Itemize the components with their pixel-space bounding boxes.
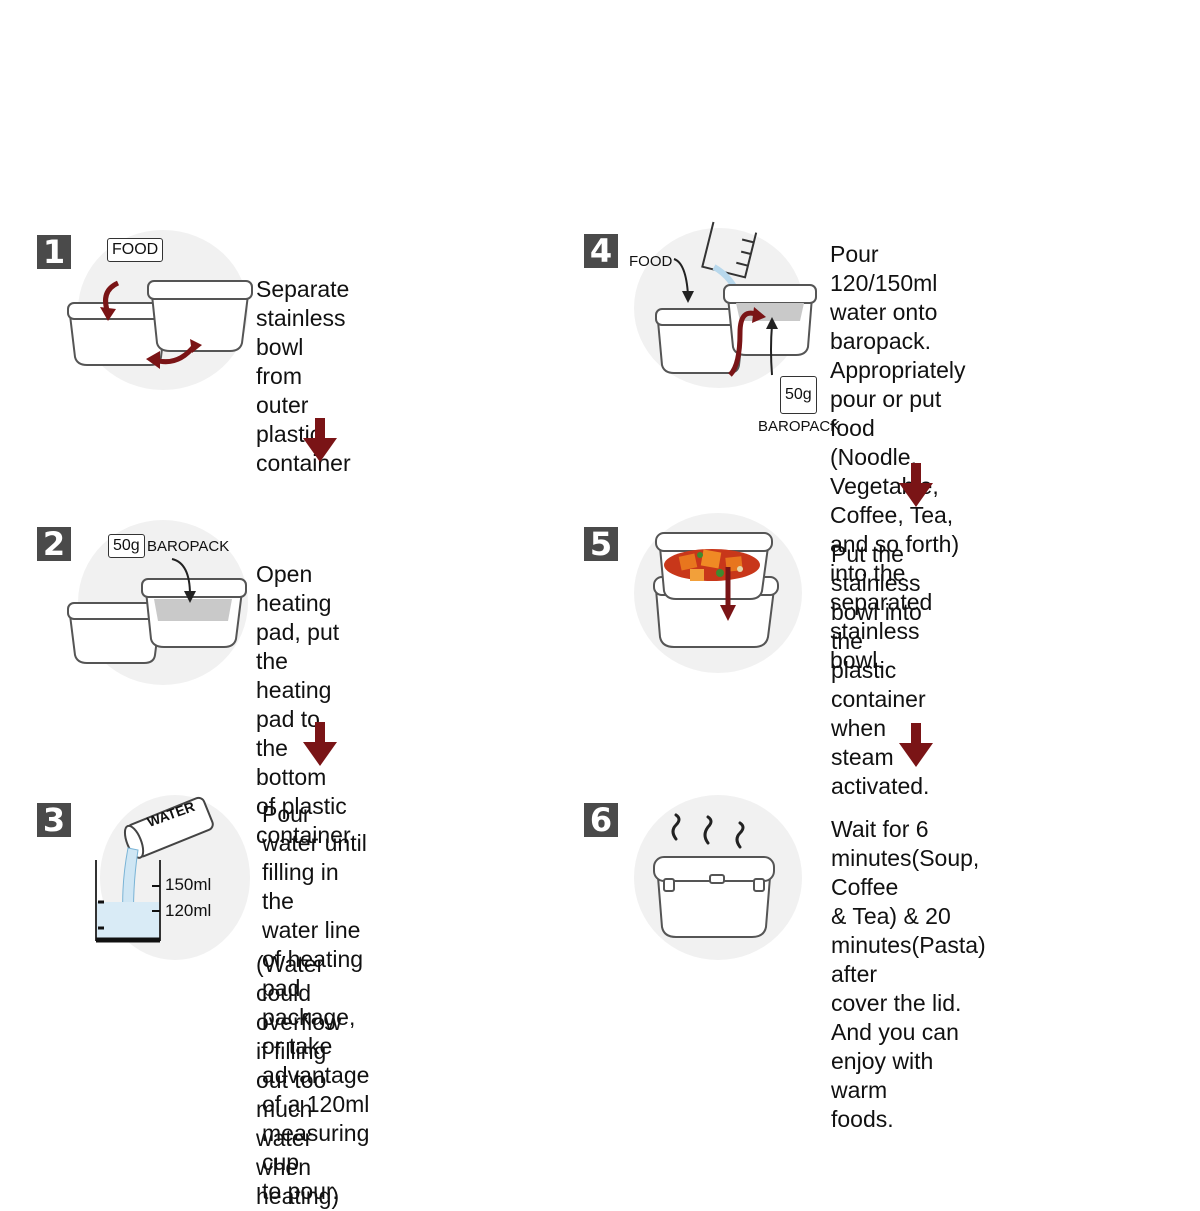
food-arrow-head-icon bbox=[682, 291, 694, 303]
step-6-description: Wait for 6 minutes(Soup, Coffee & Tea) &… bbox=[831, 816, 986, 1132]
step-3-illustration bbox=[95, 796, 214, 943]
step-2-baropack-label: BAROPACK bbox=[147, 538, 230, 555]
down-arrow-2 bbox=[303, 722, 337, 766]
swap-arrow-head-right-icon bbox=[190, 339, 202, 353]
step-2-description: Open heating pad, put the heating pad to… bbox=[256, 561, 351, 848]
stainless-bowl-icon bbox=[655, 308, 747, 374]
down-arrow-1 bbox=[303, 418, 337, 462]
steam-up-arrow-head-icon bbox=[766, 317, 778, 329]
down-arrow-4 bbox=[899, 723, 933, 767]
step-3-note: (Water could overflow if filling out too… bbox=[256, 951, 342, 1209]
insert-arrow-icon bbox=[171, 558, 191, 596]
step-2-weight-label: 50g bbox=[108, 534, 145, 558]
food-arrow-icon bbox=[673, 258, 689, 296]
measuring-cup-icon bbox=[701, 221, 758, 279]
water-bottle-icon bbox=[123, 796, 214, 859]
step-2-number: 2 bbox=[37, 527, 71, 561]
step-5-illustration bbox=[653, 532, 779, 648]
lift-arrow-head-icon bbox=[100, 307, 116, 321]
step-4-weight-label: 50g bbox=[780, 376, 817, 414]
step-1-description: Separate stainless bowl from outer plast… bbox=[256, 276, 351, 476]
insert-arrow-head-icon bbox=[184, 591, 196, 603]
step-2-illustration bbox=[67, 558, 247, 664]
swap-arrow-head-left-icon bbox=[146, 351, 160, 369]
step-5-number: 5 bbox=[584, 527, 618, 561]
step-1-number: 1 bbox=[37, 235, 71, 269]
step-4-number: 4 bbox=[584, 234, 618, 268]
step-3-description: Pour water until filling in the water li… bbox=[262, 801, 370, 1204]
step-5-description: Put the stainless bowl into the plastic … bbox=[831, 541, 930, 799]
plastic-container-icon bbox=[147, 280, 253, 352]
step-4-baropack-label: BAROPACK bbox=[758, 418, 841, 435]
step-6-number: 6 bbox=[584, 803, 618, 837]
step-3-150ml-label: 150ml bbox=[165, 875, 212, 894]
down-arrow-3 bbox=[899, 463, 933, 507]
step-4-food-label: FOOD bbox=[629, 253, 673, 270]
step-6-illustration bbox=[653, 813, 775, 938]
transfer-arrow-icon bbox=[728, 310, 760, 377]
sealed-container-icon bbox=[653, 856, 775, 938]
steam-up-arrow-icon bbox=[770, 324, 773, 376]
steam-icon bbox=[671, 813, 745, 849]
transfer-arrow-head-icon bbox=[752, 307, 766, 323]
step-3-120ml-label: 120ml bbox=[165, 901, 212, 920]
step-1-illustration bbox=[67, 280, 253, 369]
stainless-bowl-icon bbox=[67, 602, 163, 664]
step-1-food-label: FOOD bbox=[107, 238, 164, 262]
step-4-description: Pour 120/150ml water onto baropack. Appr… bbox=[830, 241, 966, 673]
measuring-cup-icon bbox=[95, 860, 161, 943]
step-3-number: 3 bbox=[37, 803, 71, 837]
step-4-illustration bbox=[655, 221, 817, 377]
food-contents-icon bbox=[664, 549, 760, 581]
stainless-bowl-icon bbox=[67, 302, 169, 366]
heating-pad-icon bbox=[154, 599, 232, 621]
insert-arrow-head-icon bbox=[720, 605, 736, 621]
